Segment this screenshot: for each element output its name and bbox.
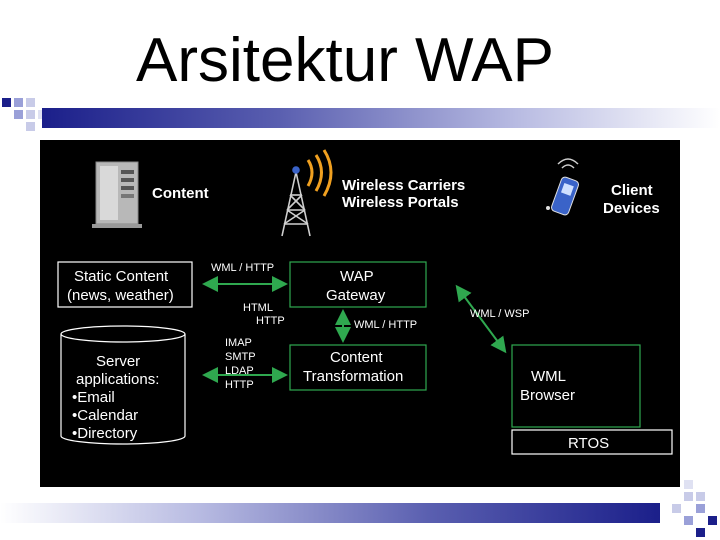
protocol-ldap-label: LDAP	[225, 365, 254, 377]
arrow-gateway-to-browser	[455, 284, 507, 354]
arrow-wml-wsp-label: WML / WSP	[470, 308, 529, 320]
client-label-line1: Client	[611, 182, 653, 199]
arrow-wml-http-top-label: WML / HTTP	[211, 262, 274, 274]
content-transformation-line1: Content	[330, 349, 383, 366]
rtos-box: RTOS	[511, 429, 673, 455]
static-content-box: Static Content (news, weather)	[57, 261, 193, 308]
antenna-tower-icon	[281, 149, 333, 237]
corner-decoration-bottom-right	[672, 480, 717, 537]
content-transformation-box: Content Transformation	[289, 344, 427, 391]
static-content-line2: (news, weather)	[67, 287, 174, 304]
wap-architecture-diagram: Content Wireless Carriers Wireless Porta…	[40, 140, 680, 487]
server-line1: Server	[96, 353, 140, 370]
protocol-http-label: HTTP	[225, 379, 254, 391]
server-applications-cylinder: Server applications: •Email •Calendar •D…	[60, 325, 186, 445]
arrow-html-label: HTML	[243, 302, 273, 314]
server-item-calendar: •Calendar	[72, 407, 138, 424]
static-content-line1: Static Content	[74, 268, 169, 285]
header-gradient-bar	[42, 108, 720, 128]
content-transformation-line2: Transformation	[303, 368, 403, 385]
wireless-label-line1: Wireless Carriers	[342, 177, 465, 194]
wireless-label-line2: Wireless Portals	[342, 194, 459, 211]
wap-gateway-line1: WAP	[340, 268, 374, 285]
protocol-smtp-label: SMTP	[225, 351, 256, 363]
wap-gateway-line2: Gateway	[326, 287, 386, 304]
client-label-line2: Devices	[603, 200, 660, 217]
wml-browser-line2: Browser	[520, 387, 575, 404]
arrow-wml-http-mid-label: WML / HTTP	[354, 319, 417, 331]
wml-browser-box: WML Browser	[511, 344, 641, 428]
server-line2: applications:	[76, 371, 159, 388]
arrow-http-label: HTTP	[256, 315, 285, 327]
content-label: Content	[152, 185, 209, 202]
server-icon	[92, 161, 142, 228]
rtos-label: RTOS	[568, 435, 609, 452]
mobile-phone-icon	[546, 158, 579, 216]
footer-gradient-bar	[0, 503, 660, 523]
wap-gateway-box: WAP Gateway	[289, 261, 427, 308]
server-item-directory: •Directory	[72, 425, 138, 442]
protocol-imap-label: IMAP	[225, 337, 252, 349]
slide-title: Arsitektur WAP	[136, 26, 554, 95]
wml-browser-line1: WML	[531, 368, 566, 385]
server-item-email: •Email	[72, 389, 115, 406]
